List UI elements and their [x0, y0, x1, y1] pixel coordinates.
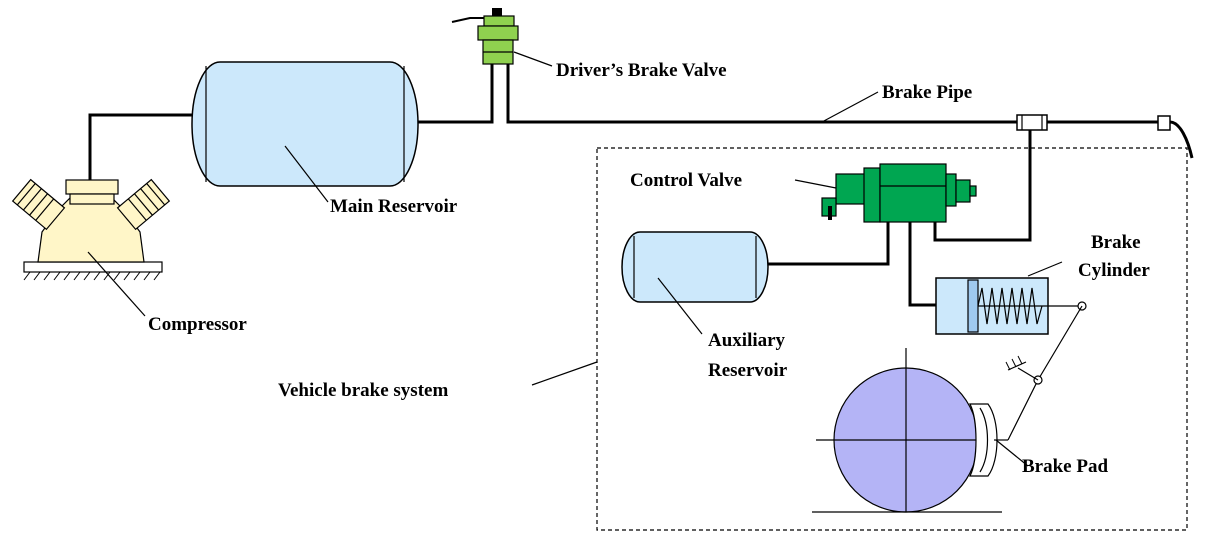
main-reservoir-label: Main Reservoir [330, 196, 458, 217]
brake-pad [969, 403, 1008, 477]
vehicle-brake-system-boundary [596, 147, 1188, 531]
end-cock [1157, 115, 1171, 131]
auxiliary-reservoir-tank [621, 231, 769, 303]
brake-cylinder-label-line2: Cylinder [1078, 260, 1150, 281]
brake-pad-label: Brake Pad [1022, 456, 1108, 477]
drivers-brake-valve-label: Driver’s Brake Valve [556, 60, 727, 81]
brake-lever [1005, 301, 1087, 441]
auxiliary-reservoir-label-line1: Auxiliary [708, 330, 786, 351]
vehicle-brake-system-label: Vehicle brake system [278, 380, 448, 401]
compressor [11, 178, 171, 281]
main-reservoir-tank [191, 61, 419, 187]
drivers-brake-valve [451, 8, 519, 65]
brake-pipe-label: Brake Pipe [882, 82, 972, 103]
pipework [88, 62, 1194, 307]
control-valve [821, 163, 977, 223]
wheel [812, 348, 1002, 513]
leader-lines [87, 51, 1063, 467]
brake-pipe-tee [1016, 114, 1048, 131]
control-valve-label: Control Valve [630, 170, 742, 191]
compressor-label: Compressor [148, 314, 247, 335]
brake-cylinder-label-line1: Brake [1091, 232, 1141, 253]
auxiliary-reservoir-label-line2: Reservoir [708, 360, 788, 381]
brake-cylinder [935, 277, 1080, 335]
